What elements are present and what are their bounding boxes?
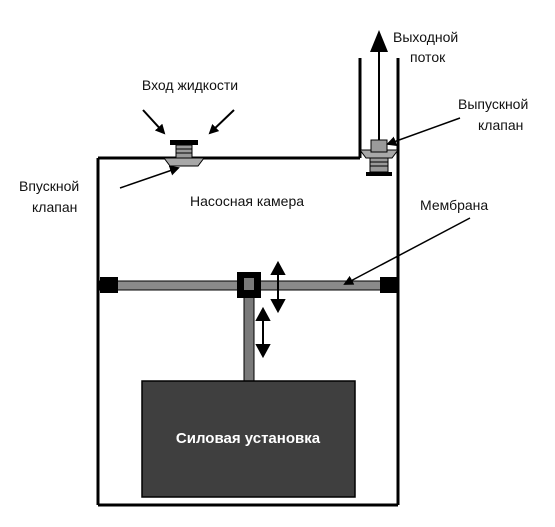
rod-motion-arrow-icon <box>255 306 271 359</box>
outlet-flow-arrow-icon <box>370 30 388 140</box>
membrane-motion-arrow-icon <box>270 260 286 314</box>
fluid-inlet-label: Вход жидкости <box>142 77 238 93</box>
membrane-label: Мембрана <box>420 197 488 213</box>
inlet-valve-label-line1: Впускной <box>19 178 79 194</box>
outlet-flow-label-line1: Выходной <box>393 29 458 45</box>
inlet-valve-leader <box>119 165 180 189</box>
inlet-valve-icon <box>163 140 205 167</box>
outlet-valve-leader <box>386 117 461 146</box>
outlet-pipe <box>358 58 400 158</box>
outlet-valve-label-line2: клапан <box>478 117 523 133</box>
pump-chamber-label: Насосная камера <box>190 193 304 209</box>
inlet-valve-label-line2: клапан <box>32 199 77 215</box>
drive-rod <box>237 272 261 384</box>
outlet-valve-icon <box>359 139 399 176</box>
power-unit-label: Силовая установка <box>176 430 321 447</box>
outlet-valve-label-line1: Выпускной <box>458 96 528 112</box>
power-unit-box <box>141 380 356 498</box>
membrane-leader <box>343 217 471 285</box>
fluid-inlet-arrows-icon <box>142 109 235 135</box>
outlet-flow-label-line2: поток <box>410 49 446 65</box>
